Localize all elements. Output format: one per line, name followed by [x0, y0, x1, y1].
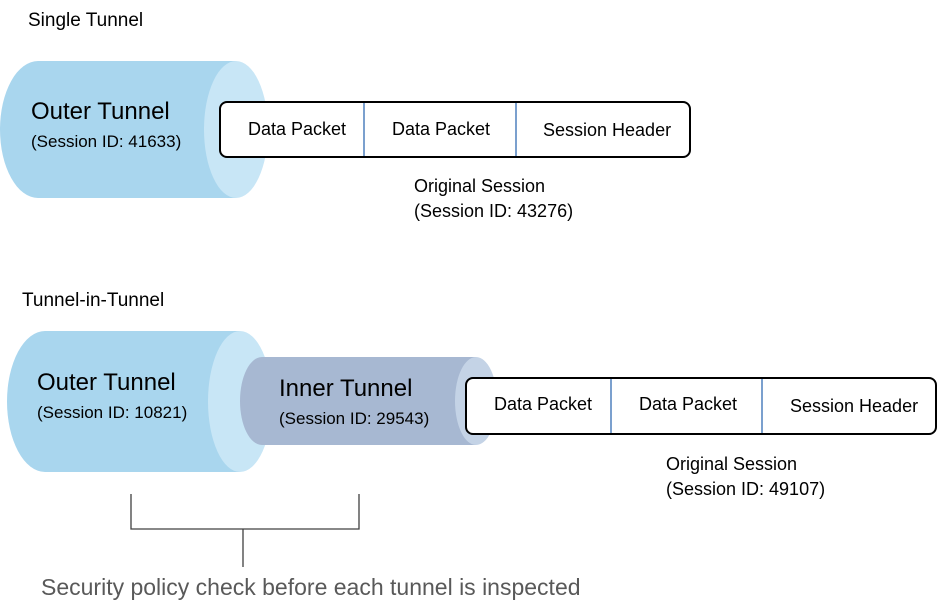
single-original-session-id: (Session ID: 43276): [414, 201, 574, 221]
nested-session-header-cell: Session Header: [790, 396, 919, 416]
single-outer-tunnel-name: Outer Tunnel: [31, 98, 170, 125]
nested-packet-cell-1: Data Packet: [494, 394, 593, 414]
single-packet-box: [219, 101, 691, 158]
nested-outer-tunnel-session: (Session ID: 10821): [37, 403, 188, 422]
single-tunnel-title: Single Tunnel: [28, 10, 144, 31]
security-policy-caption: Security policy check before each tunnel…: [41, 574, 581, 600]
nested-outer-tunnel-body: [7, 331, 241, 472]
nested-outer-tunnel-name: Outer Tunnel: [37, 369, 176, 396]
nested-inner-tunnel-session: (Session ID: 29543): [279, 409, 430, 428]
nested-packet-box: [465, 377, 937, 435]
nested-outer-tunnel: [7, 331, 272, 472]
nested-original-session-label: Original Session: [666, 454, 798, 474]
nested-tunnel-title: Tunnel-in-Tunnel: [22, 290, 165, 311]
inspection-bracket-line: [130, 494, 360, 567]
single-packet-cell-2: Data Packet: [392, 119, 491, 139]
nested-inner-tunnel-name: Inner Tunnel: [279, 375, 413, 402]
single-outer-tunnel-session: (Session ID: 41633): [31, 132, 182, 151]
single-packet-cell-1: Data Packet: [248, 119, 347, 139]
inspection-bracket: [130, 494, 360, 567]
single-original-session-label: Original Session: [414, 176, 546, 196]
nested-packet-cell-2: Data Packet: [639, 394, 738, 414]
single-session-header-cell: Session Header: [543, 120, 672, 140]
nested-packet-frame: [465, 377, 937, 435]
single-outer-tunnel-body: [0, 61, 236, 198]
single-packet-frame: [219, 101, 691, 158]
nested-original-session-id: (Session ID: 49107): [666, 479, 826, 499]
nested-inner-tunnel-body: [240, 357, 476, 445]
